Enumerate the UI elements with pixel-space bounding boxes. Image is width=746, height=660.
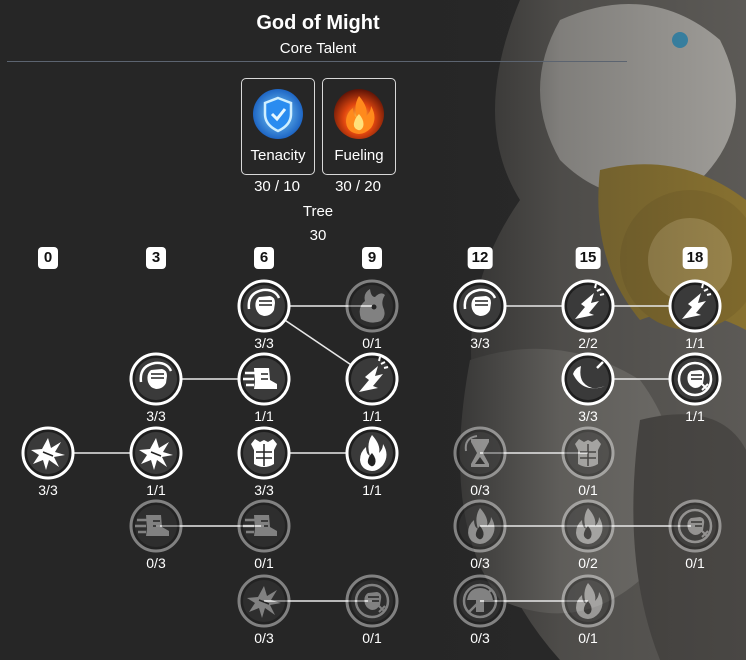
shatter-icon — [668, 279, 722, 333]
talent-node[interactable] — [345, 426, 399, 480]
talent-node[interactable] — [453, 574, 507, 628]
speed-boot-icon — [237, 352, 291, 406]
shatter-icon — [345, 352, 399, 406]
talent-node[interactable] — [237, 499, 291, 553]
talent-node[interactable] — [453, 279, 507, 333]
talent-node[interactable] — [237, 426, 291, 480]
page-subtitle: Core Talent — [279, 40, 357, 57]
talent-node-count: 0/2 — [578, 555, 598, 571]
tree-label: Tree — [302, 203, 334, 220]
talent-node-count: 1/1 — [362, 408, 382, 424]
tier-label: 15 — [575, 247, 601, 269]
talent-node[interactable] — [668, 499, 722, 553]
talent-node-count: 3/3 — [38, 482, 58, 498]
armor-icon — [561, 426, 615, 480]
talent-node-count: 0/3 — [254, 630, 274, 646]
flame-icon — [453, 499, 507, 553]
shield-icon — [253, 89, 303, 139]
talent-node-count: 3/3 — [470, 335, 490, 351]
talent-node-count: 0/3 — [470, 630, 490, 646]
core-talent-name: Tenacity — [250, 147, 306, 164]
talent-node[interactable] — [345, 574, 399, 628]
speed-boot-icon — [129, 499, 183, 553]
burst-icon — [237, 574, 291, 628]
armor-icon — [237, 426, 291, 480]
talent-node[interactable] — [237, 279, 291, 333]
talent-node[interactable] — [561, 352, 615, 406]
flame-icon — [561, 499, 615, 553]
talent-node[interactable] — [237, 574, 291, 628]
talent-node-count: 0/3 — [470, 555, 490, 571]
core-talent-count: 30 / 10 — [254, 178, 300, 195]
talent-node-count: 0/1 — [362, 335, 382, 351]
talent-node-count: 0/1 — [254, 555, 274, 571]
talent-node[interactable] — [561, 426, 615, 480]
talent-node-count: 0/3 — [146, 555, 166, 571]
tier-label: 0 — [38, 247, 58, 269]
talent-node[interactable] — [129, 352, 183, 406]
page-title: God of Might — [256, 12, 380, 34]
talent-node[interactable] — [129, 499, 183, 553]
talent-node-count: 1/1 — [685, 335, 705, 351]
slash-icon — [561, 352, 615, 406]
fist-swirl-icon — [237, 279, 291, 333]
tier-label: 18 — [682, 247, 708, 269]
talent-node[interactable] — [345, 279, 399, 333]
talent-node[interactable] — [345, 352, 399, 406]
fist-no-icon — [668, 499, 722, 553]
shatter-icon — [561, 279, 615, 333]
fist-swirl-icon — [453, 279, 507, 333]
talent-node-count: 1/1 — [362, 482, 382, 498]
mushroom-no-icon — [453, 574, 507, 628]
flame-icon — [561, 574, 615, 628]
fist-no-icon — [668, 352, 722, 406]
talent-node-count: 1/1 — [146, 482, 166, 498]
header-divider — [7, 61, 627, 62]
tier-label: 3 — [146, 247, 166, 269]
talent-node[interactable] — [561, 499, 615, 553]
talent-node-count: 0/1 — [685, 555, 705, 571]
talent-node[interactable] — [453, 426, 507, 480]
talent-node[interactable] — [129, 426, 183, 480]
flame-icon — [334, 89, 384, 139]
tier-label: 9 — [362, 247, 382, 269]
talent-node[interactable] — [561, 574, 615, 628]
talent-node-count: 3/3 — [254, 335, 274, 351]
burst-icon — [129, 426, 183, 480]
talent-node-count: 1/1 — [685, 408, 705, 424]
talent-node[interactable] — [668, 279, 722, 333]
talent-node-count: 0/1 — [578, 630, 598, 646]
talent-node[interactable] — [453, 499, 507, 553]
talent-node-count: 3/3 — [578, 408, 598, 424]
core-talent-fueling[interactable]: Fueling — [322, 78, 396, 175]
hourglass-icon — [453, 426, 507, 480]
talent-node-count: 1/1 — [254, 408, 274, 424]
fist-swirl-icon — [129, 352, 183, 406]
flame-icon — [345, 426, 399, 480]
talent-node[interactable] — [668, 352, 722, 406]
talent-node-count: 3/3 — [254, 482, 274, 498]
talent-node-count: 0/1 — [578, 482, 598, 498]
burst-icon — [21, 426, 75, 480]
talent-node[interactable] — [237, 352, 291, 406]
speed-boot-icon — [237, 499, 291, 553]
core-talent-count: 30 / 20 — [335, 178, 381, 195]
tier-label: 6 — [254, 247, 274, 269]
tree-points: 30 — [309, 227, 327, 244]
talent-node-count: 0/3 — [470, 482, 490, 498]
talent-node-count: 0/1 — [362, 630, 382, 646]
talent-node[interactable] — [561, 279, 615, 333]
talent-node[interactable] — [21, 426, 75, 480]
tier-label: 12 — [467, 247, 493, 269]
flame-beast-icon — [345, 279, 399, 333]
core-talent-tenacity[interactable]: Tenacity — [241, 78, 315, 175]
core-talent-name: Fueling — [334, 147, 384, 164]
talent-node-count: 3/3 — [146, 408, 166, 424]
fist-no-icon — [345, 574, 399, 628]
talent-node-count: 2/2 — [578, 335, 598, 351]
